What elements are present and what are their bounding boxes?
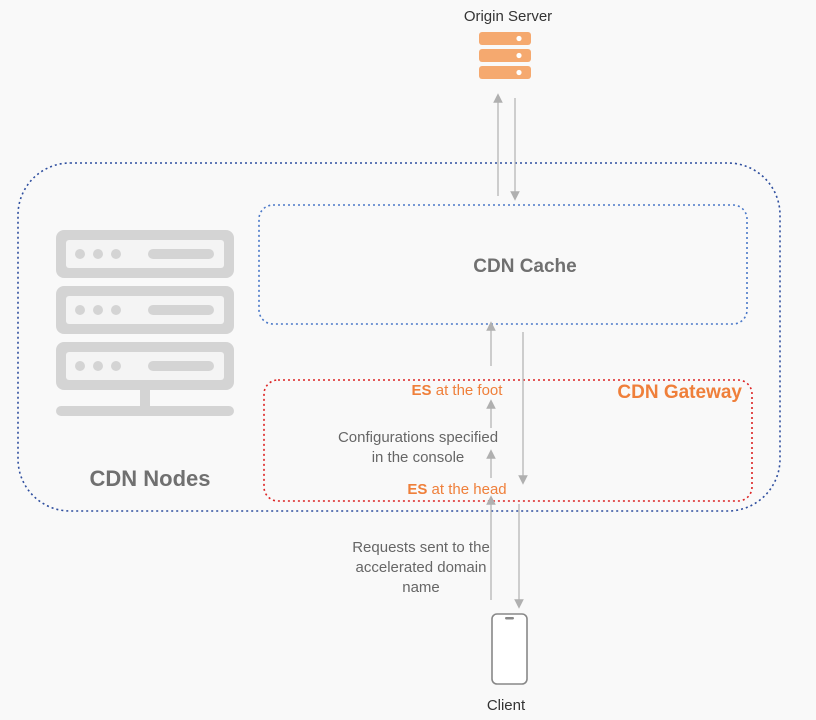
es-at-the-head: ES at the head	[372, 481, 542, 498]
console-configurations: Configurations specified in the console	[318, 428, 518, 468]
es-at-the-foot: ES at the foot	[372, 382, 542, 399]
cdn-cache-box	[258, 204, 748, 325]
config-line-2: in the console	[371, 449, 465, 466]
es-head-text: at the head	[427, 481, 507, 498]
es-foot-text: at the foot	[431, 382, 503, 399]
cdn-nodes-container	[17, 162, 781, 512]
client-label: Client	[486, 697, 526, 714]
requests-line-1: Requests sent to the	[352, 539, 490, 556]
cdn-cache-label: CDN Cache	[473, 256, 577, 277]
requests-line-2: accelerated domain	[355, 559, 487, 576]
cdn-gateway-label: CDN Gateway	[617, 382, 742, 403]
es-head-tag: ES	[407, 481, 428, 498]
requests-label: Requests sent to the accelerated domain …	[316, 538, 526, 598]
server-rack-icon	[56, 230, 234, 416]
origin-server-label: Origin Server	[463, 8, 553, 25]
server-stack-icon	[479, 32, 531, 79]
es-foot-tag: ES	[411, 382, 432, 399]
requests-line-3: name	[402, 579, 440, 596]
cdn-gateway-box	[263, 379, 753, 502]
smartphone-icon	[491, 613, 528, 685]
cdn-nodes-label: CDN Nodes	[89, 466, 211, 491]
config-line-1: Configurations specified	[337, 429, 499, 446]
